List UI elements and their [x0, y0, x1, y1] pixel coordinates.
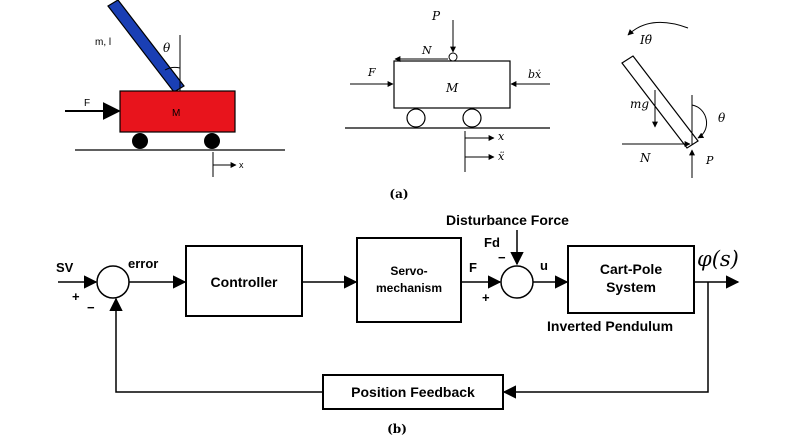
output-label: φ(s): [697, 247, 739, 271]
cart-body: [119, 90, 236, 133]
pole-p-label: P: [705, 154, 714, 167]
x-axis-label: x: [239, 160, 244, 170]
applied-force-label: F: [84, 98, 90, 109]
weight-label: mg: [630, 97, 649, 111]
fbd-f-label: F: [367, 66, 376, 79]
servo-label-line2: mechanism: [376, 281, 442, 295]
fbd-wheel-left: [406, 108, 426, 128]
disturbance-title: Disturbance Force: [446, 212, 569, 228]
summing-junction-1: [96, 265, 130, 299]
feedback-label: Position Feedback: [351, 384, 475, 400]
controller-block: [185, 245, 303, 317]
controller-label: Controller: [211, 274, 278, 290]
disturbance-label: Fd: [484, 235, 500, 250]
fbd-x-label: x: [498, 130, 505, 143]
feedback-block: [322, 374, 504, 410]
angle-arc: [164, 66, 181, 71]
fbd-n-label: N: [421, 44, 432, 57]
cart-wheel-left: [132, 133, 148, 149]
summing-junction-2: [500, 265, 534, 299]
plant-block: [567, 245, 695, 314]
pole-label: m, l: [95, 37, 111, 48]
theta-arc: [691, 104, 707, 139]
servo-label-line1: Servo-: [390, 264, 427, 278]
angle-label: θ: [163, 41, 171, 55]
inertia-label: Iθ̈: [639, 33, 653, 47]
fbd-pole: [621, 55, 699, 149]
sum1-minus: −: [87, 300, 95, 315]
cart-wheel-right: [204, 133, 220, 149]
pole-n-label: N: [639, 151, 651, 165]
sum2-plus: +: [482, 290, 490, 305]
fbd-pivot: [448, 52, 458, 62]
fbd-friction-label: bẋ: [528, 68, 542, 81]
panel-a-caption: (a): [389, 187, 408, 201]
panel-b: SV + − error Controller Servo- mechanism…: [56, 212, 740, 436]
force-label: F: [469, 260, 477, 275]
fbd-wheel-right: [462, 108, 482, 128]
cart-free-body-diagram: P N F M bẋ x ẍ: [345, 9, 550, 172]
input-label: SV: [56, 260, 74, 275]
sum1-plus: +: [72, 289, 80, 304]
cart-view: M m, l θ F x: [65, 0, 285, 177]
pole-angle-label: θ: [718, 111, 726, 125]
feedback-path-out: [502, 282, 709, 399]
pole: [107, 0, 185, 93]
plant-caption: Inverted Pendulum: [547, 318, 673, 334]
panel-a: M m, l θ F x P N F M bẋ x ẍ: [65, 0, 726, 201]
plant-label-line2: System: [606, 279, 656, 295]
panel-b-caption: (b): [387, 422, 407, 436]
error-label: error: [128, 256, 158, 271]
pole-free-body-diagram: Iθ̈ mg θ N P: [621, 21, 726, 178]
feedback-path-return: [109, 297, 323, 393]
fbd-p-label: P: [431, 9, 441, 23]
cart-mass-label: M: [172, 108, 180, 119]
servo-block: [356, 237, 462, 323]
sum2-minus: −: [498, 250, 506, 265]
fbd-xdd-label: ẍ: [498, 150, 505, 163]
control-label: u: [540, 258, 548, 273]
fbd-cart-body: [393, 60, 511, 109]
plant-label-line1: Cart-Pole: [600, 261, 662, 277]
inertia-arc: [627, 21, 689, 36]
fbd-mass-label: M: [445, 81, 459, 95]
